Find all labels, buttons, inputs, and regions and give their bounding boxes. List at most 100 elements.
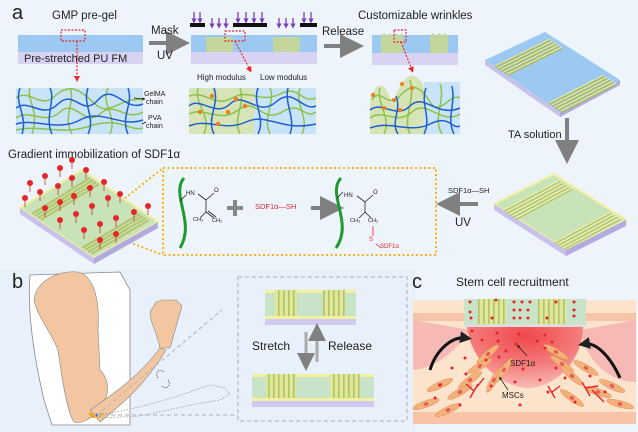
sdf1a-dot <box>526 308 530 312</box>
sdf1a-dot <box>468 310 472 314</box>
zoom-box <box>60 29 86 42</box>
msc-nucleus <box>583 366 589 370</box>
sdf1a-molecule <box>97 221 103 227</box>
chem-o-2: O <box>373 190 378 196</box>
high-modulus-label: High modulus <box>197 73 246 82</box>
sdf-sh-label: SDF1α—SH <box>448 186 490 195</box>
pva-chain-label: chain <box>146 123 163 130</box>
recruitment-arrow-right <box>578 337 622 379</box>
msc-nucleus <box>569 395 575 401</box>
msc-cell <box>560 389 584 407</box>
msc-nucleus <box>477 364 483 368</box>
mscs-pointer <box>499 376 509 391</box>
chem-s: S <box>369 237 374 243</box>
hydrogel-patch <box>464 299 586 327</box>
sdf1a-dot <box>433 396 437 400</box>
chem-sdf-product: SDF1α <box>380 244 399 250</box>
sdf1a-molecules <box>22 157 151 249</box>
sdf1a-dot <box>513 380 517 384</box>
sdf1a-molecule <box>73 211 79 217</box>
sdf1a-molecule <box>89 203 95 209</box>
sdf1a-dot <box>490 316 494 320</box>
substrate-label: Pre-stretched PU FM <box>24 53 128 65</box>
msc-cell <box>543 344 569 360</box>
sdf1a-dot <box>495 331 499 335</box>
msc-nucleus <box>559 361 565 367</box>
msc-nucleus <box>457 390 463 394</box>
sdf1a-dot <box>546 390 550 394</box>
person-illustration <box>28 271 231 426</box>
gelma-pointer <box>133 97 146 101</box>
film-released <box>265 290 356 325</box>
sdf1a-dot <box>521 367 525 371</box>
chem-hn-2: HN <box>344 193 353 199</box>
mscs-label: MSCs <box>502 391 524 400</box>
sdf1a-dot <box>497 355 501 359</box>
sdf1a-molecule <box>69 157 75 163</box>
sdf1a-molecule <box>117 191 123 197</box>
blood-vessels <box>465 377 605 403</box>
sdf1a-molecule <box>101 179 107 185</box>
msc-nucleus <box>445 408 451 412</box>
sdf1a-dot <box>572 308 576 312</box>
sdf1a-molecule <box>42 173 48 179</box>
sdf1a-molecule <box>57 165 63 171</box>
sdf1a-dot <box>554 300 558 304</box>
msc-cell <box>550 355 574 373</box>
sdf1a-dot <box>526 316 530 320</box>
mscs-cells <box>412 344 634 417</box>
device-3d-sdf1a <box>18 168 160 264</box>
chem-ch2-1: CH₂ <box>212 218 223 224</box>
sdf1a-label: SDF1α <box>510 359 536 368</box>
wrinkles-label: Customizable wrinkles <box>358 10 473 22</box>
device-3d-wrinkled <box>485 32 620 117</box>
sdf1a-dot <box>469 316 473 320</box>
msc-nucleus <box>492 377 496 383</box>
msc-cell <box>573 360 599 376</box>
sdf1a-dot <box>514 342 518 346</box>
panel-letter-a: a <box>12 2 24 24</box>
msc-nucleus <box>609 384 615 388</box>
sdf1a-dot <box>520 300 524 304</box>
mask-label: Mask <box>151 25 179 37</box>
msc-cell <box>458 371 482 389</box>
release-label-b: Release <box>328 339 373 353</box>
sdf1a-molecule <box>37 189 43 195</box>
sdf1a-molecule <box>22 195 28 201</box>
ta-solution-label: TA solution <box>508 129 562 141</box>
msc-cell <box>598 379 626 393</box>
polymer-network-pregel <box>15 87 144 135</box>
sdf1a-dot <box>518 308 522 312</box>
sdf1a-dot <box>573 400 577 404</box>
sdf1a-dot <box>554 366 558 370</box>
msc-cell <box>560 366 584 386</box>
sdf1a-dot <box>535 339 539 343</box>
photomask <box>190 23 317 27</box>
sdf1a-molecule <box>27 180 33 186</box>
chem-ch3-2: CH₃ <box>350 218 361 224</box>
sdf1a-gradient-dots <box>433 298 607 407</box>
polymer-network-patterned <box>188 87 317 135</box>
sdf1a-dot <box>450 366 454 370</box>
sdf1a-dot <box>470 329 474 333</box>
msc-nucleus <box>467 377 473 383</box>
gradient-label: Gradient immobilization of SDF1α <box>8 149 181 161</box>
sdf1a-dot <box>468 300 472 304</box>
zoom-inset-frame <box>237 276 408 422</box>
msc-nucleus <box>423 402 429 406</box>
release-label: Release <box>322 26 365 38</box>
sdf1a-dot <box>489 384 493 388</box>
gelma-chain-reactant <box>178 177 217 249</box>
sdf1a-molecule <box>57 199 63 205</box>
msc-nucleus <box>617 402 623 406</box>
sdf1a-molecule <box>97 237 103 243</box>
film-stretched <box>252 374 374 407</box>
sdf1a-dot <box>528 300 532 304</box>
sdf1a-dot <box>512 316 516 320</box>
sdf1a-dot <box>484 358 488 362</box>
sdf1a-molecule <box>81 227 87 233</box>
polymer-network-wrinkled <box>369 75 461 135</box>
reaction-box <box>162 167 437 256</box>
sdf1a-dot <box>512 308 516 312</box>
